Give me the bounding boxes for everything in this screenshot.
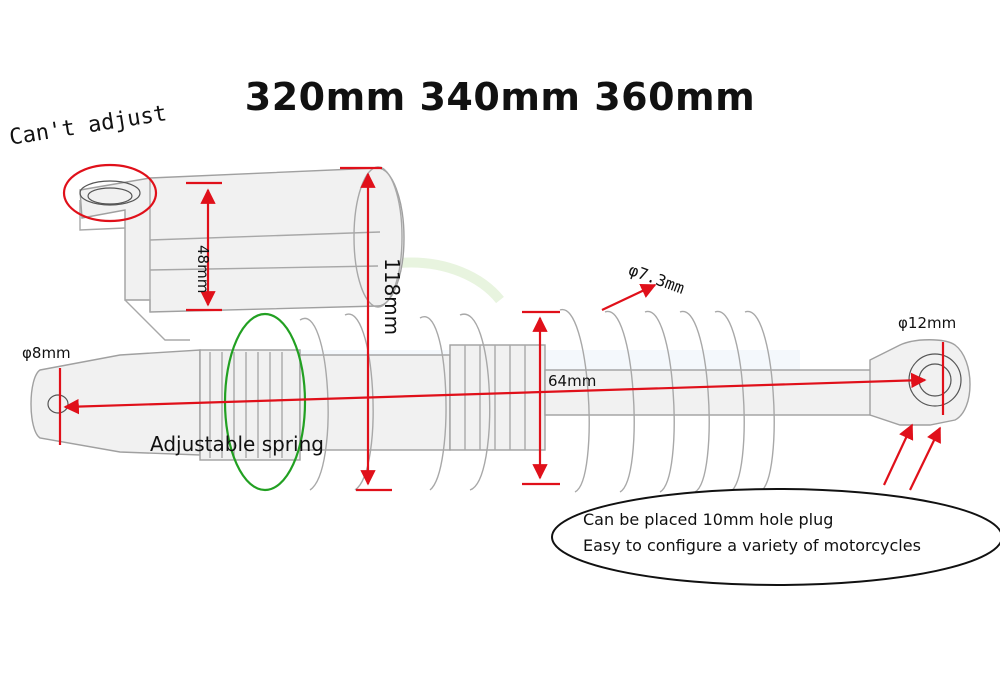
body-diameter-label: 64mm bbox=[548, 372, 597, 390]
note-line-1: Can be placed 10mm hole plug bbox=[583, 510, 834, 529]
length-options-title: 320mm 340mm 360mm bbox=[244, 75, 756, 119]
overall-height-label: 118mm bbox=[380, 258, 404, 336]
note-bubble bbox=[551, 488, 1000, 586]
adjustable-spring-callout: Adjustable spring bbox=[150, 432, 324, 456]
left-eye-diameter-label: φ8mm bbox=[22, 344, 71, 362]
reservoir-height-label: 48mm bbox=[194, 245, 212, 294]
cap-highlight bbox=[62, 163, 158, 223]
note-line-2: Easy to configure a variety of motorcycl… bbox=[583, 536, 921, 555]
right-eye-diameter-label: φ12mm bbox=[898, 314, 957, 332]
dimension-lines bbox=[58, 166, 945, 492]
reservoir-canister bbox=[79, 166, 405, 341]
